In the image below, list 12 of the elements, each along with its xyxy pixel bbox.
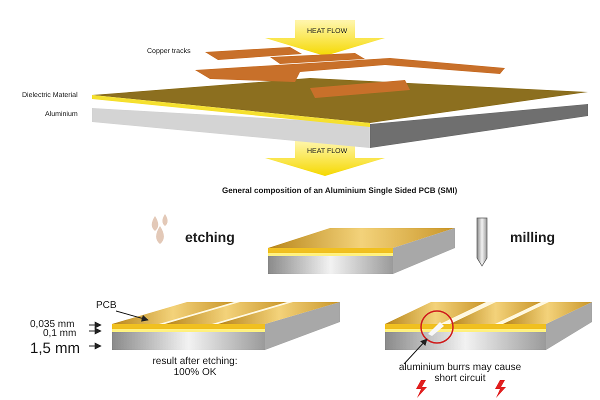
- leader-line: [404, 338, 428, 364]
- dimension-label: 0,035 mm: [30, 319, 74, 330]
- warning-note: aluminium burrs may cause short circuit: [390, 362, 530, 384]
- leader-line: [116, 310, 149, 322]
- step-label: etching: [185, 229, 235, 245]
- result-note: result after etching: 100% OK: [151, 356, 239, 378]
- dimension-label: 0,1 mm: [43, 328, 76, 339]
- highlight-circle: [420, 310, 454, 344]
- dimension-label: 1,5 mm: [30, 340, 80, 357]
- part-label: PCB: [96, 300, 117, 311]
- caption: General composition of an Aluminium Single Sided PCB (SMI): [222, 186, 458, 195]
- step-label: milling: [510, 229, 556, 245]
